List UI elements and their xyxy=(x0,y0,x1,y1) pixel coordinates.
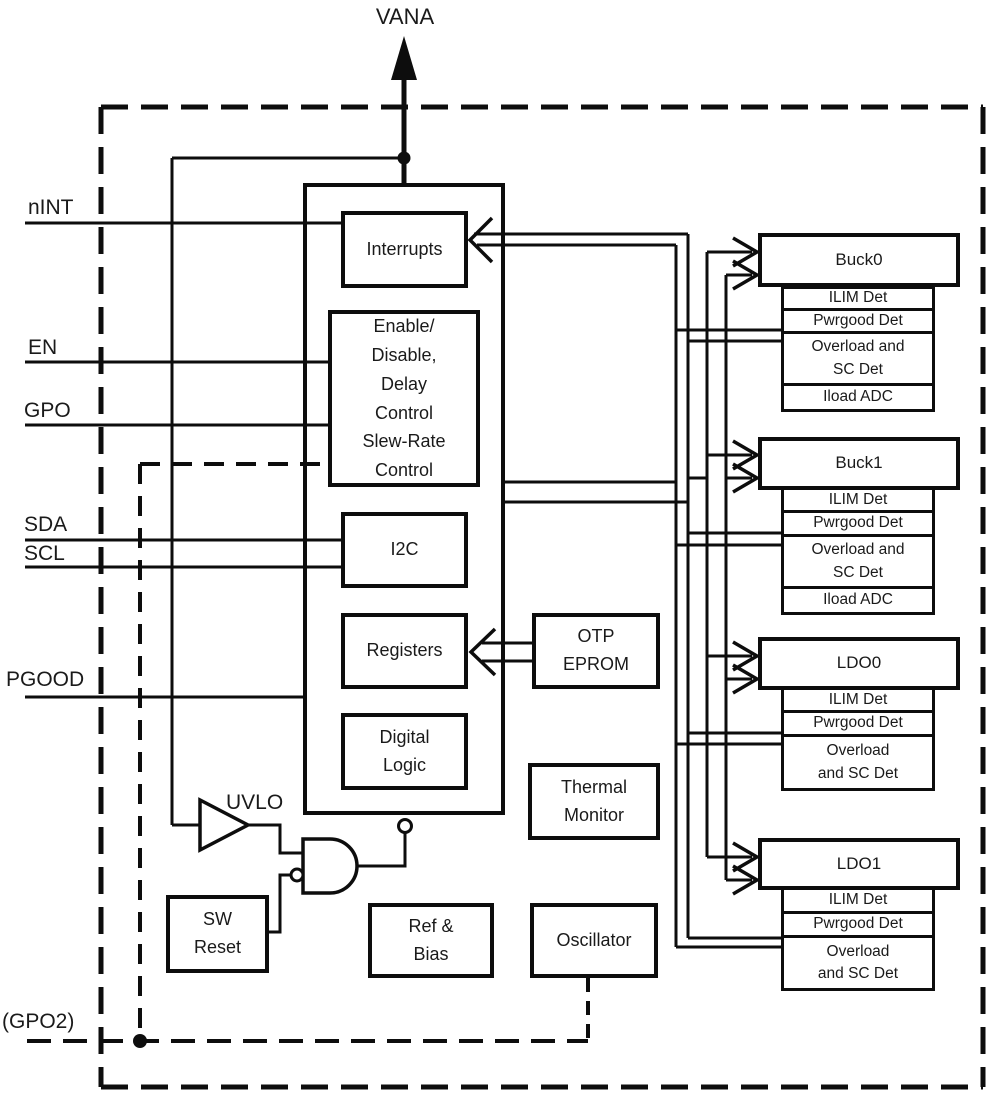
ldo1-ilim-det: ILIM Det xyxy=(781,887,935,914)
nand-output-wire xyxy=(357,833,407,868)
buck1-overload-sc-det: Overload and SC Det xyxy=(781,534,935,589)
enable-disable-block: Enable/ Disable, Delay Control Slew-Rate… xyxy=(328,310,480,487)
oscillator-block: Oscillator xyxy=(530,903,658,978)
otp-eprom-block: OTP EPROM xyxy=(532,613,660,689)
pin-wires xyxy=(25,221,341,699)
digital-core-container xyxy=(303,183,505,815)
digital-logic-block: Digital Logic xyxy=(341,713,468,790)
buck1-iload-adc: Iload ADC xyxy=(781,586,935,615)
buck0-block: Buck0 xyxy=(758,233,960,287)
ldo0-arrow2-head-icon xyxy=(732,663,761,695)
uvlo-label: UVLO xyxy=(226,791,284,814)
buck1-block: Buck1 xyxy=(758,437,960,490)
ldo0-block: LDO0 xyxy=(758,637,960,690)
vana-junction-dot xyxy=(397,151,411,165)
detector-fault-stubs xyxy=(676,328,781,949)
ldo1-arrow1-head-icon xyxy=(732,841,761,873)
ldo1-arrow2-head-icon xyxy=(732,864,761,896)
buck1-arrow2-head-icon xyxy=(732,462,761,494)
gpo2-pin-label: (GPO2) xyxy=(2,1010,75,1033)
buck1-arrow1-head-icon xyxy=(732,439,761,471)
thermal-monitor-block: Thermal Monitor xyxy=(528,763,660,840)
buck0-arrow2-head-icon xyxy=(732,259,761,291)
vana-arrow-up-icon xyxy=(391,36,417,80)
registers-arrow-left-icon xyxy=(468,627,497,677)
ref-bias-block: Ref & Bias xyxy=(368,903,494,978)
interrupts-block: Interrupts xyxy=(341,211,468,288)
nand-gate-icon xyxy=(301,837,359,895)
ldo0-pwrgood-det: Pwrgood Det xyxy=(781,710,935,737)
nand-inverting-input-bubble xyxy=(289,867,305,883)
ldo1-block: LDO1 xyxy=(758,838,960,890)
sda-pin-label: SDA xyxy=(24,513,68,536)
chip-boundary-dashed xyxy=(98,104,986,1090)
gpo2-dashed-route xyxy=(27,462,590,1043)
regulator-enable-arrows xyxy=(707,236,761,896)
buck0-arrow1-head-icon xyxy=(732,236,761,268)
ldo1-overload-sc-det: Overload and SC Det xyxy=(781,935,935,991)
buck1-pwrgood-det: Pwrgood Det xyxy=(781,510,935,537)
i2c-block: I2C xyxy=(341,512,468,588)
sw-reset-block: SW Reset xyxy=(166,895,269,973)
scl-pin-label: SCL xyxy=(24,542,65,565)
digital-core-inverting-bubble xyxy=(397,818,413,834)
gpo-pin-label: GPO xyxy=(24,399,71,422)
registers-block: Registers xyxy=(341,613,468,689)
ldo0-arrow1-head-icon xyxy=(732,640,761,672)
en-pin-label: EN xyxy=(28,336,58,359)
gpo2-junction-dot xyxy=(133,1034,147,1048)
uvlo-buffer-icon xyxy=(198,797,252,853)
buck0-iload-adc: Iload ADC xyxy=(781,383,935,412)
buck0-overload-sc-det: Overload and SC Det xyxy=(781,331,935,386)
swreset-to-nand-wire xyxy=(269,873,290,934)
nint-pin-label: nINT xyxy=(28,196,74,219)
uvlo-to-nand-wire xyxy=(248,823,303,855)
ldo1-pwrgood-det: Pwrgood Det xyxy=(781,911,935,938)
ldo0-overload-sc-det: Overload and SC Det xyxy=(781,734,935,791)
pgood-pin-label: PGOOD xyxy=(6,668,85,691)
vana-pin-label: VANA xyxy=(375,4,435,29)
interrupts-arrow-left-icon xyxy=(467,216,494,264)
